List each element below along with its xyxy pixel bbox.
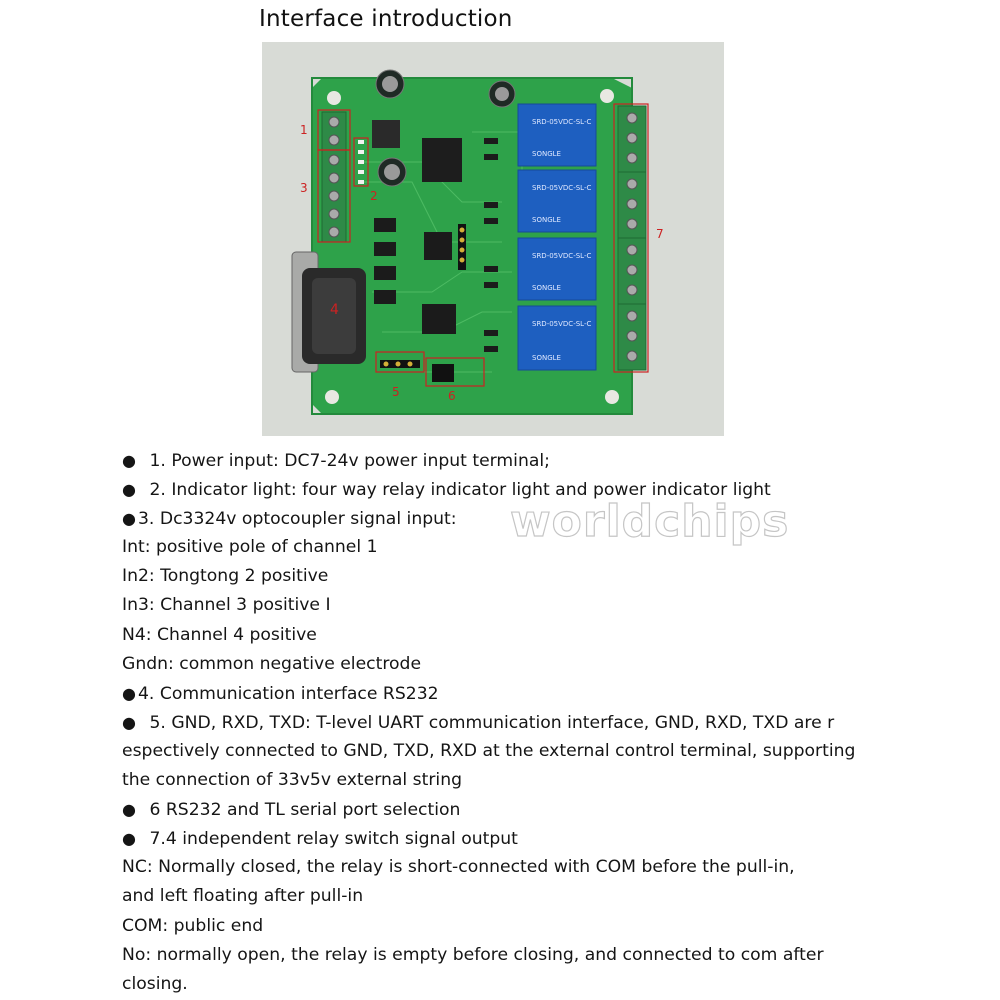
svg-text:SRD-05VDC-SL-C: SRD-05VDC-SL-C <box>532 184 591 192</box>
description-line: ● 6 RS232 and TL serial port selection <box>122 795 992 824</box>
label-4: 4 <box>330 302 339 318</box>
svg-text:SRD-05VDC-SL-C: SRD-05VDC-SL-C <box>532 320 591 328</box>
regulator-ic <box>422 138 462 182</box>
description-line: ●4. Communication interface RS232 <box>122 679 992 708</box>
bullet-icon: ● <box>122 480 136 500</box>
description-line: and left floating after pull-in <box>122 886 364 907</box>
description-line: N4: Channel 4 positive <box>122 624 317 645</box>
uart-pins <box>380 360 420 368</box>
jumper-selector <box>432 364 454 382</box>
optocouplers <box>374 218 396 304</box>
description-line: closing. <box>122 973 188 994</box>
mounting-hole <box>600 89 614 103</box>
relay-output-terminals <box>617 105 647 371</box>
inductor <box>372 120 400 148</box>
svg-text:SRD-05VDC-SL-C: SRD-05VDC-SL-C <box>532 252 591 260</box>
description-line: NC: Normally closed, the relay is short-… <box>122 857 795 878</box>
annotation-labels: 1 2 3 4 5 6 7 <box>300 123 664 403</box>
label-2: 2 <box>370 189 378 203</box>
board-photo: SRD-05VDC-SL-C SONGLE SRD-05VDC-SL-C SON… <box>262 42 724 436</box>
indicator-leds <box>358 140 364 184</box>
description-line: In3: Channel 3 positive I <box>122 595 331 616</box>
relay-drivers <box>484 138 498 352</box>
description-line: ● 1. Power input: DC7-24v power input te… <box>122 446 992 475</box>
rs232-chip <box>422 304 456 334</box>
bullet-icon: ● <box>122 829 136 849</box>
bullet-icon: ● <box>122 712 136 732</box>
description-line: ● 7.4 independent relay switch signal ou… <box>122 824 992 853</box>
relay-3: SRD-05VDC-SL-C SONGLE <box>517 237 597 301</box>
capacitor-top <box>495 87 509 101</box>
description-line: COM: public end <box>122 915 264 936</box>
annotation-boxes <box>317 103 649 387</box>
description-line: ● 5. GND, RXD, TXD: T-level UART communi… <box>122 708 992 737</box>
power-terminal <box>321 111 347 151</box>
relay-4: SRD-05VDC-SL-C SONGLE <box>517 305 597 371</box>
label-5: 5 <box>392 385 400 399</box>
description-line: the connection of 33v5v external string <box>122 770 462 791</box>
label-3: 3 <box>300 181 308 195</box>
relay-board-illustration: SRD-05VDC-SL-C SONGLE SRD-05VDC-SL-C SON… <box>262 42 724 436</box>
label-6: 6 <box>448 389 456 403</box>
svg-text:SONGLE: SONGLE <box>532 150 561 158</box>
page-title: Interface introduction <box>259 6 513 32</box>
mounting-hole <box>327 91 341 105</box>
capacitor-top <box>382 76 398 92</box>
capacitor-top <box>384 164 400 180</box>
svg-text:SONGLE: SONGLE <box>532 284 561 292</box>
svg-text:SRD-05VDC-SL-C: SRD-05VDC-SL-C <box>532 118 591 126</box>
db9-connector <box>291 251 366 373</box>
relay-2: SRD-05VDC-SL-C SONGLE <box>517 169 597 233</box>
mounting-hole <box>605 390 619 404</box>
mcu-chip <box>424 232 452 260</box>
mounting-hole <box>325 390 339 404</box>
relay-1: SRD-05VDC-SL-C SONGLE <box>517 103 597 167</box>
pin-header <box>458 224 466 270</box>
description-line: In2: Tongtong 2 positive <box>122 566 329 587</box>
bullet-icon: ● <box>122 800 136 820</box>
label-7: 7 <box>656 227 664 241</box>
bullet-icon: ● <box>122 683 136 703</box>
label-1: 1 <box>300 123 308 137</box>
description-line: ● 2. Indicator light: four way relay ind… <box>122 475 992 504</box>
bullet-icon: ● <box>122 509 136 529</box>
svg-text:SONGLE: SONGLE <box>532 354 561 362</box>
description-line: ●3. Dc3324v optocoupler signal input: <box>122 504 992 533</box>
svg-text:SONGLE: SONGLE <box>532 216 561 224</box>
interface-description: ● 1. Power input: DC7-24v power input te… <box>122 446 992 999</box>
signal-input-terminal <box>321 149 347 243</box>
description-line: No: normally open, the relay is empty be… <box>122 944 824 965</box>
description-line: espectively connected to GND, TXD, RXD a… <box>122 740 856 761</box>
description-line: Int: positive pole of channel 1 <box>122 537 378 558</box>
bullet-icon: ● <box>122 451 136 470</box>
description-line: Gndn: common negative electrode <box>122 653 422 674</box>
